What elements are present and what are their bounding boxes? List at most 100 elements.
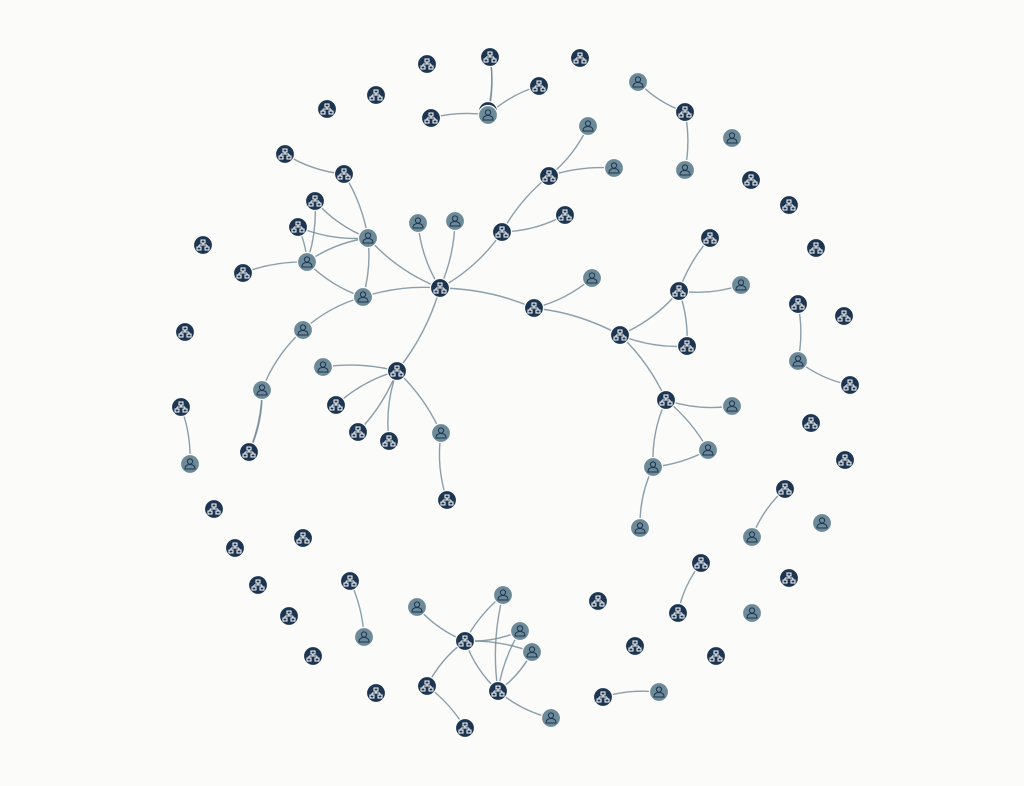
group-node[interactable] — [347, 421, 369, 443]
group-node[interactable] — [778, 194, 800, 216]
group-node[interactable] — [170, 396, 192, 418]
group-node[interactable] — [203, 498, 225, 520]
user-node[interactable] — [642, 456, 664, 478]
group-node[interactable] — [674, 101, 696, 123]
group-node[interactable] — [609, 324, 631, 346]
group-node[interactable] — [420, 107, 442, 129]
group-node[interactable] — [278, 605, 300, 627]
group-node[interactable] — [378, 430, 400, 452]
group-node[interactable] — [339, 570, 361, 592]
group-node[interactable] — [805, 237, 827, 259]
user-node[interactable] — [430, 422, 452, 444]
user-node[interactable] — [721, 127, 743, 149]
group-node[interactable] — [592, 686, 614, 708]
group-node[interactable] — [778, 567, 800, 589]
group-node[interactable] — [386, 360, 408, 382]
user-node[interactable] — [629, 517, 651, 539]
group-node[interactable] — [699, 227, 721, 249]
group-node[interactable] — [479, 46, 501, 68]
user-node[interactable] — [406, 596, 428, 618]
group-node[interactable] — [429, 277, 451, 299]
user-node[interactable] — [627, 71, 649, 93]
network-icon — [573, 52, 587, 64]
group-node[interactable] — [554, 204, 576, 226]
group-node[interactable] — [569, 47, 591, 69]
group-node[interactable] — [333, 163, 355, 185]
group-node[interactable] — [538, 165, 560, 187]
user-node[interactable] — [296, 251, 318, 273]
group-node[interactable] — [304, 190, 326, 212]
group-node[interactable] — [316, 98, 338, 120]
group-node[interactable] — [668, 280, 690, 302]
user-icon — [411, 601, 423, 613]
user-node[interactable] — [540, 707, 562, 729]
user-node[interactable] — [251, 379, 273, 401]
user-node[interactable] — [741, 526, 763, 548]
user-node[interactable] — [603, 157, 625, 179]
group-node[interactable] — [800, 412, 822, 434]
group-node[interactable] — [325, 394, 347, 416]
group-node[interactable] — [454, 717, 476, 739]
user-node[interactable] — [509, 620, 531, 642]
user-node[interactable] — [787, 350, 809, 372]
group-node[interactable] — [676, 335, 698, 357]
group-node[interactable] — [787, 293, 809, 315]
user-node[interactable] — [492, 584, 514, 606]
user-node[interactable] — [697, 439, 719, 461]
group-node[interactable] — [232, 262, 254, 284]
group-node[interactable] — [454, 630, 476, 652]
user-node[interactable] — [444, 210, 466, 232]
group-node[interactable] — [705, 645, 727, 667]
user-node[interactable] — [407, 212, 429, 234]
user-node[interactable] — [811, 512, 833, 534]
group-node[interactable] — [436, 489, 458, 511]
group-node[interactable] — [292, 527, 314, 549]
user-node[interactable] — [577, 115, 599, 137]
group-node[interactable] — [487, 680, 509, 702]
group-node[interactable] — [365, 84, 387, 106]
user-node[interactable] — [674, 159, 696, 181]
group-node[interactable] — [528, 75, 550, 97]
user-node[interactable] — [581, 267, 603, 289]
user-node[interactable] — [721, 395, 743, 417]
user-node[interactable] — [741, 602, 763, 624]
group-node[interactable] — [274, 143, 296, 165]
group-node[interactable] — [523, 297, 545, 319]
group-node[interactable] — [774, 478, 796, 500]
group-node[interactable] — [624, 635, 646, 657]
group-node[interactable] — [833, 305, 855, 327]
group-node[interactable] — [287, 216, 309, 238]
user-icon — [435, 427, 447, 439]
user-node[interactable] — [312, 356, 334, 378]
user-node[interactable] — [292, 319, 314, 341]
user-node[interactable] — [357, 227, 379, 249]
group-node[interactable] — [587, 590, 609, 612]
user-node[interactable] — [648, 681, 670, 703]
user-node[interactable] — [179, 453, 201, 475]
group-node[interactable] — [302, 645, 324, 667]
group-node[interactable] — [834, 449, 856, 471]
user-node[interactable] — [477, 104, 499, 126]
group-node[interactable] — [690, 552, 712, 574]
group-node[interactable] — [238, 441, 260, 463]
group-node[interactable] — [174, 321, 196, 343]
group-node[interactable] — [365, 682, 387, 704]
user-node[interactable] — [352, 286, 374, 308]
group-node[interactable] — [491, 221, 513, 243]
group-node[interactable] — [247, 574, 269, 596]
user-node[interactable] — [521, 641, 543, 663]
network-icon — [843, 379, 857, 391]
group-node[interactable] — [416, 53, 438, 75]
network-icon — [804, 417, 818, 429]
group-node[interactable] — [192, 234, 214, 256]
user-node[interactable] — [353, 626, 375, 648]
group-node[interactable] — [655, 389, 677, 411]
group-node[interactable] — [839, 374, 861, 396]
user-node[interactable] — [730, 274, 752, 296]
group-node[interactable] — [416, 675, 438, 697]
group-node[interactable] — [667, 602, 689, 624]
group-node[interactable] — [740, 169, 762, 191]
group-node[interactable] — [224, 537, 246, 559]
